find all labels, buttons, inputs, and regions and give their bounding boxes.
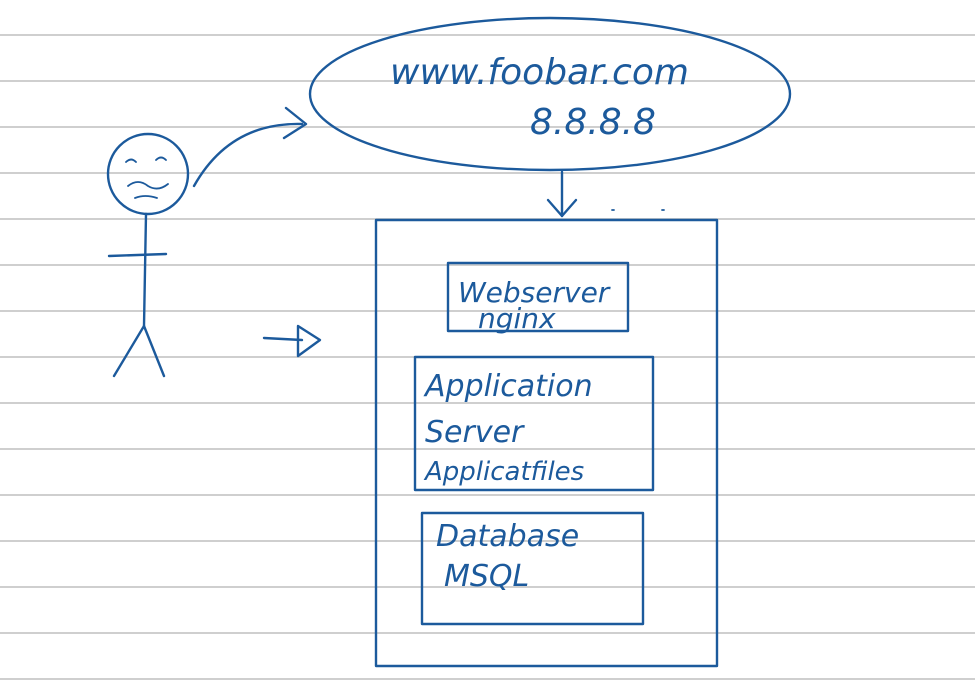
domain-name-text: www.foobar.com — [390, 52, 689, 93]
database-engine: MSQL — [444, 559, 529, 594]
user-body — [142, 212, 148, 328]
app-server-label-1: Application — [423, 369, 593, 404]
domain-to-server-arrow — [546, 170, 578, 218]
web-server-box — [446, 261, 630, 333]
user-head — [106, 132, 190, 216]
web-server-label: Webserver — [458, 276, 611, 309]
app-server-files: Applicatfiles — [423, 457, 584, 487]
domain-ellipse — [308, 16, 792, 172]
user-legs — [112, 324, 166, 378]
server-container — [374, 218, 719, 668]
web-server-software: nginx — [478, 302, 556, 335]
user-to-domain-arrow — [192, 106, 308, 188]
user-eyes — [125, 156, 167, 163]
user-arms — [107, 252, 168, 258]
user-mouth — [127, 181, 169, 199]
app-server-box — [413, 355, 655, 492]
app-server-label-2: Server — [425, 415, 525, 450]
user-stick-figure — [106, 132, 190, 378]
stray-arrow — [262, 324, 322, 358]
database-label: Database — [436, 519, 579, 554]
database-box — [420, 511, 645, 626]
ip-address-text: 8.8.8.8 — [530, 102, 656, 143]
